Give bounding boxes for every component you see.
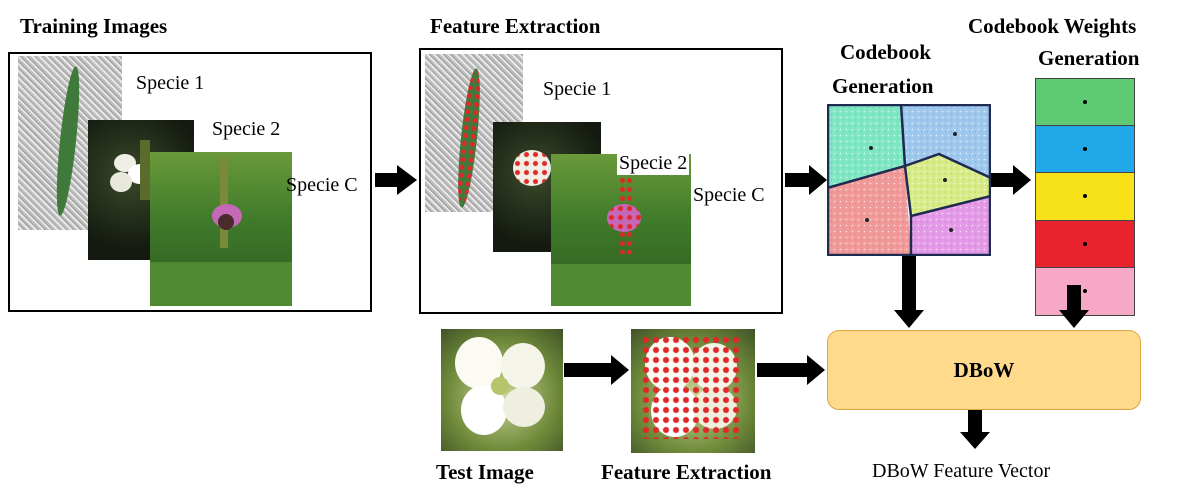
feature-extraction-panel: Specie 1 Specie 2 Specie C: [419, 48, 783, 314]
feature-specie-2-label: Specie 2: [617, 152, 690, 175]
region-centers: [865, 132, 957, 232]
arrow-down-icon: [960, 410, 990, 449]
arrow-right-icon: [564, 355, 629, 385]
arrow-right-icon: [757, 355, 825, 385]
specie-c-label: Specie C: [286, 174, 358, 196]
arrow-down-icon: [1059, 285, 1089, 328]
codebook-generation-heading-line1: Codebook: [840, 40, 932, 64]
weight-dot: [1083, 147, 1087, 152]
weight-dot: [1083, 194, 1087, 199]
arrow-down-icon: [894, 256, 924, 328]
weight-cell: [1036, 267, 1134, 315]
grass: [551, 264, 691, 306]
weight-cell: [1036, 126, 1134, 174]
grass: [150, 262, 292, 306]
weight-cell: [1036, 220, 1134, 268]
stem: [220, 158, 228, 248]
stem: [140, 140, 150, 200]
flower-petal: [501, 343, 545, 389]
feature-points: [607, 204, 641, 232]
weight-cell: [1036, 79, 1134, 127]
dbow-feature-vector-label: DBoW Feature Vector: [872, 460, 1051, 482]
arrow-right-icon: [991, 165, 1031, 195]
weight-dot: [1083, 100, 1087, 105]
training-images-heading: Training Images: [20, 14, 168, 38]
specie-c-image: [150, 152, 292, 306]
test-image-label: Test Image: [436, 460, 534, 484]
flower-center: [218, 214, 234, 230]
feature-specie-1-label: Specie 1: [541, 78, 614, 101]
feature-extraction-bottom-label: Feature Extraction: [601, 460, 772, 484]
weight-cell: [1036, 173, 1134, 221]
feature-specie-c-image: [551, 154, 691, 306]
arrow-right-icon: [375, 165, 417, 195]
arrow-right-icon: [785, 165, 827, 195]
voronoi-edges: [827, 104, 991, 256]
test-feature-image: [631, 329, 755, 453]
codebook-generation-heading-line2: Generation: [832, 74, 934, 98]
test-image: [441, 329, 563, 451]
codebook-voronoi: [827, 104, 991, 256]
feature-specie-c-label: Specie C: [693, 184, 765, 206]
weight-dot: [1083, 289, 1087, 294]
training-images-panel: Specie 1 Specie 2 Specie C: [8, 52, 372, 312]
feature-points: [641, 335, 741, 439]
codebook-weights-heading-line1: Codebook Weights: [968, 14, 1137, 38]
flower-petal: [110, 172, 132, 192]
specie-1-label: Specie 1: [134, 72, 207, 95]
codebook-weights-bar: [1035, 78, 1135, 316]
flower-center: [491, 377, 509, 395]
weight-dot: [1083, 241, 1087, 246]
feature-extraction-heading: Feature Extraction: [430, 14, 601, 38]
codebook-weights-heading-line2: Generation: [1038, 46, 1140, 70]
flower-petal: [503, 387, 545, 427]
feature-points: [513, 150, 551, 186]
dbow-box: DBoW: [827, 330, 1141, 410]
specie-2-label: Specie 2: [210, 118, 283, 141]
